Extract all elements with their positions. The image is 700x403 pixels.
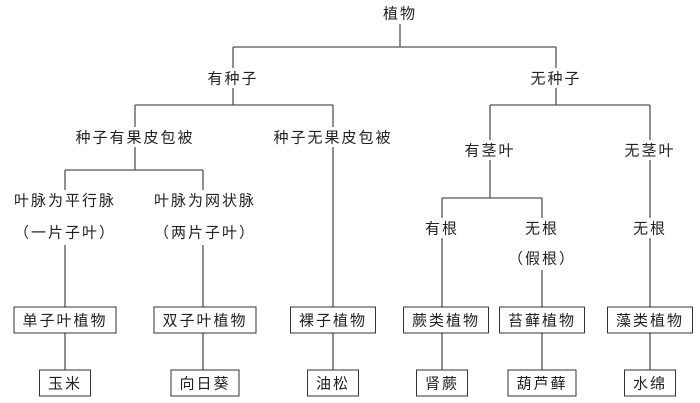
node-with-stem-leaf: 有茎叶 [464,141,516,160]
node-false-roots: （假根） [507,249,577,268]
node-with-seeds: 有种子 [207,69,259,88]
group-box-fern: 蕨类植物 [402,306,490,334]
example-box-pine: 油松 [306,369,360,397]
node-two-cotyledons: （两片子叶） [153,223,257,242]
node-net-veins: 叶脉为网状脉 [153,191,257,210]
node-one-cotyledon: （一片子叶） [13,223,117,242]
node-no-roots: 无根 [524,219,560,238]
group-box-gymnosperm: 裸子植物 [289,306,377,334]
node-without-seeds: 无种子 [530,69,582,88]
example-box-fern: 肾蕨 [415,369,469,397]
group-box-algae: 藻类植物 [606,306,694,334]
group-box-dicot: 双子叶植物 [153,306,257,334]
node-enclosed-seeds: 种子有果皮包被 [75,128,195,147]
example-box-moss: 葫芦藓 [507,369,577,397]
node-without-stem-leaf: 无茎叶 [624,141,676,160]
node-with-roots: 有根 [424,219,460,238]
node-naked-seeds: 种子无果皮包被 [273,128,393,147]
group-box-monocot: 单子叶植物 [13,306,117,334]
example-box-spirogyra: 水绵 [623,369,677,397]
node-no-roots-algae: 无根 [632,219,668,238]
example-box-corn: 玉米 [38,369,92,397]
group-box-moss: 苔藓植物 [498,306,586,334]
example-box-sunflower: 向日葵 [170,369,240,397]
root-node: 植物 [382,4,418,23]
node-parallel-veins: 叶脉为平行脉 [13,191,117,210]
